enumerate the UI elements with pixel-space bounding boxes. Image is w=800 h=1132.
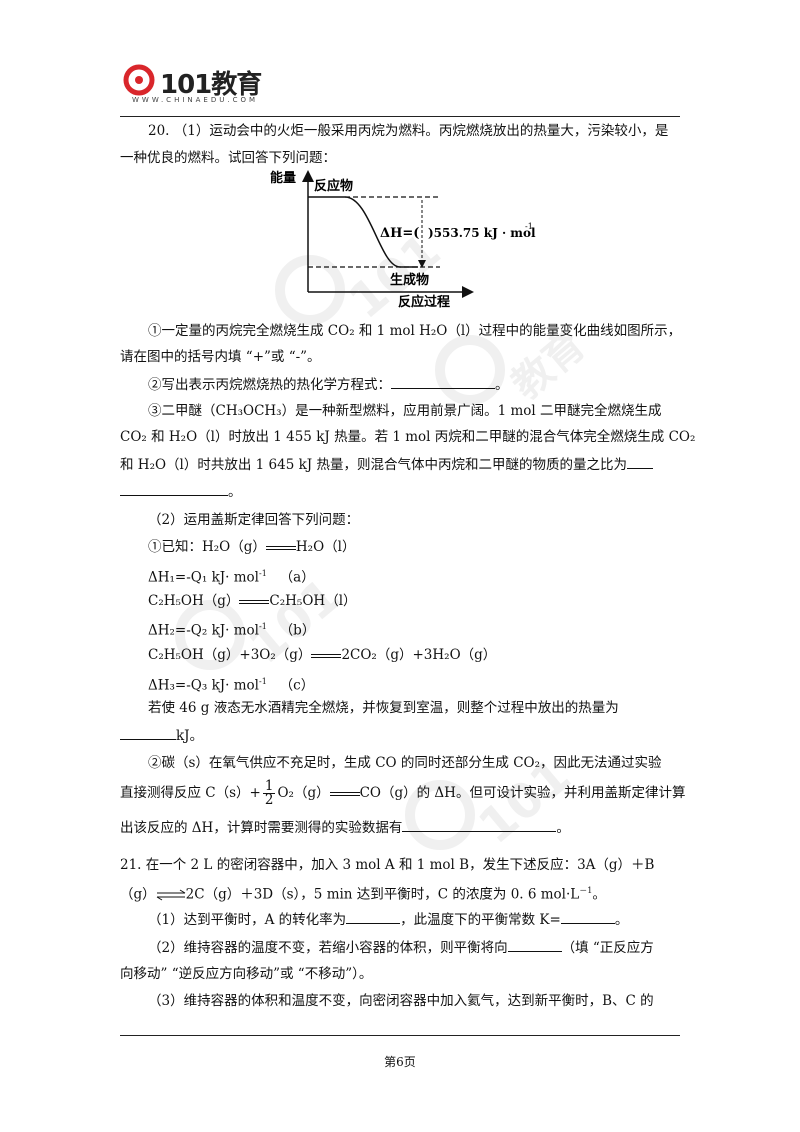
energy-curve xyxy=(308,196,418,268)
q20-p5-text-c: CO（g）的 ΔH。但可设计实验，并利用盖斯定律计算 xyxy=(359,785,686,801)
dh-3-sup: -1 xyxy=(259,677,267,686)
logo-text: 101教育 xyxy=(160,70,262,100)
reactant-label: 反应物 xyxy=(314,178,353,194)
dh-1: ΔH₁=-Q₁ kJ· mol-1 （a） xyxy=(148,564,315,588)
answer-blank[interactable] xyxy=(402,817,557,832)
reversible-arrow-icon xyxy=(156,889,185,901)
period: 。 xyxy=(614,912,629,928)
eq-3-right: 2CO₂（g）+3H₂O（g） xyxy=(341,647,497,663)
q20-p5-line-3: 出该反应的 ΔH，计算时需要测得的实验数据有 。 xyxy=(120,817,570,838)
q20-p2: ②写出表示丙烷燃烧热的热化学方程式： 。 xyxy=(148,374,509,395)
answer-blank[interactable] xyxy=(391,374,495,389)
q21-line-2-sup: －1 xyxy=(579,886,593,895)
energy-diagram: 能量 反应物 生成物 反应过程 ΔH=( )553.75 kJ · mol -1 xyxy=(270,170,540,310)
q20-p2-text: ②写出表示丙烷燃烧热的热化学方程式： xyxy=(148,377,391,393)
q21-s1-text-a: （1）达到平衡时，A 的转化率为 xyxy=(148,912,347,928)
q20-p4-line-1: 若使 46 g 液态无水酒精完全燃烧，并恢复到室温，则整个过程中放出的热量为 xyxy=(148,700,619,716)
q20-p1-line-1: ①一定量的丙烷完全燃烧生成 CO₂ 和 1 mol H₂O（l）过程中的能量变化… xyxy=(148,323,682,339)
period: 。 xyxy=(592,886,606,903)
answer-blank[interactable] xyxy=(120,725,176,740)
q20-p3-line-1: ③二甲醚（CH₃OCH₃）是一种新型燃料，应用前景广阔。1 mol 二甲醚完全燃… xyxy=(148,403,662,419)
equals-arrow-icon xyxy=(311,652,342,660)
q20-p5-line-1: ②碳（s）在氧气供应不充足时，生成 CO 的同时还部分生成 CO₂，因此无法通过… xyxy=(148,755,662,771)
answer-blank[interactable] xyxy=(560,909,615,924)
eq-2: C₂H₅OH（g） C₂H₅OH（l） xyxy=(148,591,357,611)
q20-p3-line-3: 和 H₂O（l）时共放出 1 645 kJ 热量，则混合气体中丙烷和二甲醚的物质… xyxy=(120,454,653,475)
x-axis-label: 反应过程 xyxy=(398,294,450,310)
dh-2-sup: -1 xyxy=(259,622,267,631)
logo: 101教育 WWW.CHINAEDU.COM xyxy=(120,62,270,108)
logo-mark-icon xyxy=(123,64,155,96)
q21-s2-line-2: 向移动” “逆反应方向移动”或 “不移动”）。 xyxy=(120,966,373,982)
energy-diagram-svg: 能量 反应物 生成物 反应过程 ΔH=( )553.75 kJ · mol -1 xyxy=(270,170,536,310)
q20-p1-line-2: 请在图中的括号内填 “+”或 “-”。 xyxy=(120,349,321,365)
dh-3: ΔH₃=-Q₃ kJ· mol-1 （c） xyxy=(148,672,314,696)
q21-s2-text-b: （填 “正反应方 xyxy=(561,940,654,956)
q21-s3: （3）维持容器的体积和温度不变，向密闭容器中加入氦气，达到新平衡时，B、C 的 xyxy=(148,993,654,1009)
dh-value: )553.75 kJ · mol xyxy=(428,226,536,240)
period: 。 xyxy=(495,377,509,393)
q20-line-2: 一种优良的燃料。试回答下列问题： xyxy=(120,150,336,166)
header-rule xyxy=(120,116,680,117)
dh-2: ΔH₂=-Q₂ kJ· mol-1 （b） xyxy=(148,617,315,641)
q20-p5-text-a: 直接测得反应 C（s）+ xyxy=(120,785,261,801)
answer-blank[interactable] xyxy=(346,909,401,924)
dh-1-tag: （a） xyxy=(279,569,315,586)
q20-p3-line-2: CO₂ 和 H₂O（l）时放出 1 455 kJ 热量。若 1 mol 丙烷和二… xyxy=(120,429,696,445)
q20-p5-text-d: 出该反应的 ΔH，计算时需要测得的实验数据有 xyxy=(120,820,403,836)
q21-s2-text-a: （2）维持容器的温度不变，若缩小容器的体积，则平衡将向 xyxy=(148,940,508,956)
eq-3-left: C₂H₅OH（g）+3O₂（g） xyxy=(148,647,312,663)
equals-arrow-icon xyxy=(329,790,360,798)
answer-blank[interactable] xyxy=(626,454,653,469)
equals-arrow-icon xyxy=(239,598,270,606)
y-axis-label: 能量 xyxy=(270,170,296,186)
q20-p4-line-2: kJ。 xyxy=(120,725,203,746)
q20-p3-line-4: 。 xyxy=(120,481,242,502)
answer-blank[interactable] xyxy=(120,481,228,496)
eq-2-left: C₂H₅OH（g） xyxy=(148,593,240,609)
q20-part2-title: （2）运用盖斯定律回答下列问题： xyxy=(148,512,360,528)
q21-line-1: 21. 在一个 2 L 的密闭容器中，加入 3 mol A 和 1 mol B，… xyxy=(120,857,655,873)
dh-2-tag: （b） xyxy=(279,622,316,639)
eq-1-right: H₂O（l） xyxy=(295,539,356,555)
q21-s1: （1）达到平衡时，A 的转化率为 ，此温度下的平衡常数 K= 。 xyxy=(148,909,628,930)
page-number: 第6页 xyxy=(384,1055,416,1069)
eq-1-left: ①已知：H₂O（g） xyxy=(148,539,266,555)
q21-line-2-a: （g） xyxy=(120,886,156,903)
q21-line-2-b: 2C（g）＋3D（s），5 min 达到平衡时，C 的浓度为 0. 6 mol·… xyxy=(185,886,580,903)
dh-1-text: ΔH₁=-Q₁ kJ· mol xyxy=(148,569,259,586)
dh-superscript: -1 xyxy=(525,222,533,231)
q21-line-2: （g） 2C（g）＋3D（s），5 min 达到平衡时，C 的浓度为 0. 6 m… xyxy=(120,881,606,905)
product-label: 生成物 xyxy=(390,272,429,288)
dh-2-text: ΔH₂=-Q₂ kJ· mol xyxy=(148,622,259,639)
period: 。 xyxy=(556,820,570,836)
dh-1-sup: -1 xyxy=(259,569,267,578)
fraction-numerator: 1 xyxy=(262,778,276,794)
q20-line-1: 20. （1）运动会中的火炬一般采用丙烷为燃料。丙烷燃烧放出的热量大，污染较小，… xyxy=(148,123,669,139)
q20-p3-text: 和 H₂O（l）时共放出 1 645 kJ 热量，则混合气体中丙烷和二甲醚的物质… xyxy=(120,457,627,473)
dh-3-tag: （c） xyxy=(279,677,315,694)
fraction-denominator: 2 xyxy=(264,792,274,808)
logo-url: WWW.CHINAEDU.COM xyxy=(132,96,259,104)
dh-3-text: ΔH₃=-Q₃ kJ· mol xyxy=(148,677,259,694)
q20-p5-text-b: O₂（g） xyxy=(277,785,330,801)
equals-arrow-icon xyxy=(265,544,296,552)
eq-2-right: C₂H₅OH（l） xyxy=(269,593,357,609)
q21-s2: （2）维持容器的温度不变，若缩小容器的体积，则平衡将向 （填 “正反应方 xyxy=(148,937,654,958)
q21-s1-text-b: ，此温度下的平衡常数 K= xyxy=(400,912,561,928)
eq-3: C₂H₅OH（g）+3O₂（g） 2CO₂（g）+3H₂O（g） xyxy=(148,645,496,665)
answer-blank[interactable] xyxy=(507,937,562,952)
period: 。 xyxy=(228,484,242,500)
dh-prefix: ΔH=( xyxy=(380,226,419,241)
eq-1: ①已知：H₂O（g） H₂O（l） xyxy=(148,537,355,557)
footer-rule xyxy=(120,1035,680,1036)
q20-p4-unit: kJ。 xyxy=(176,728,204,744)
